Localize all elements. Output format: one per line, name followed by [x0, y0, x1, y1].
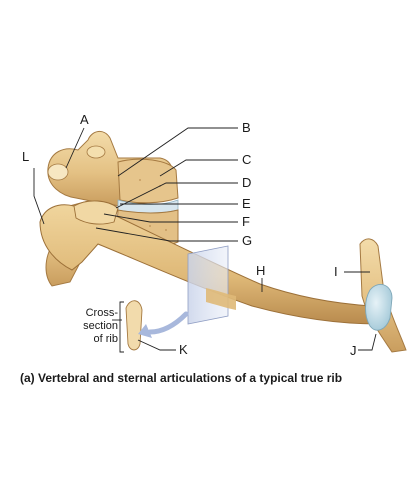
costal-cartilage [365, 284, 393, 331]
cross-section-bracket [119, 301, 124, 353]
label-L: L [22, 149, 30, 164]
label-J: J [350, 343, 357, 358]
label-F: F [242, 214, 250, 229]
label-K: K [179, 342, 188, 357]
label-D: D [242, 175, 252, 190]
rib-head [73, 200, 119, 225]
leader-lines [33, 127, 377, 351]
section-plane [187, 245, 229, 325]
cross-section-label: Cross- section of rib [62, 307, 118, 346]
leader-C [159, 159, 238, 177]
vertebral-body-upper [117, 158, 179, 204]
superior-facet [47, 163, 69, 181]
cross-section-line-1: Cross- [85, 307, 118, 319]
leader-F [103, 213, 238, 223]
label-H: H [256, 263, 266, 278]
leader-G [95, 227, 238, 242]
rib-cross-section [125, 300, 143, 351]
label-I: I [334, 264, 338, 279]
label-E: E [242, 196, 251, 211]
cross-section-line-3: of rib [93, 333, 118, 345]
leader-J [358, 333, 377, 351]
label-B: B [242, 120, 251, 135]
leader-D [115, 182, 238, 209]
leader-A [65, 127, 85, 169]
label-G: G [242, 233, 253, 248]
superior-articular-process [86, 145, 106, 159]
figure-caption: (a) Vertebral and sternal articulations … [20, 371, 343, 385]
leader-L [33, 168, 45, 225]
label-A: A [80, 112, 89, 127]
cross-section-line-2: section [83, 320, 118, 332]
leader-K [137, 339, 176, 351]
leader-B [117, 127, 238, 177]
label-C: C [242, 152, 252, 167]
section-arrow [147, 311, 189, 335]
